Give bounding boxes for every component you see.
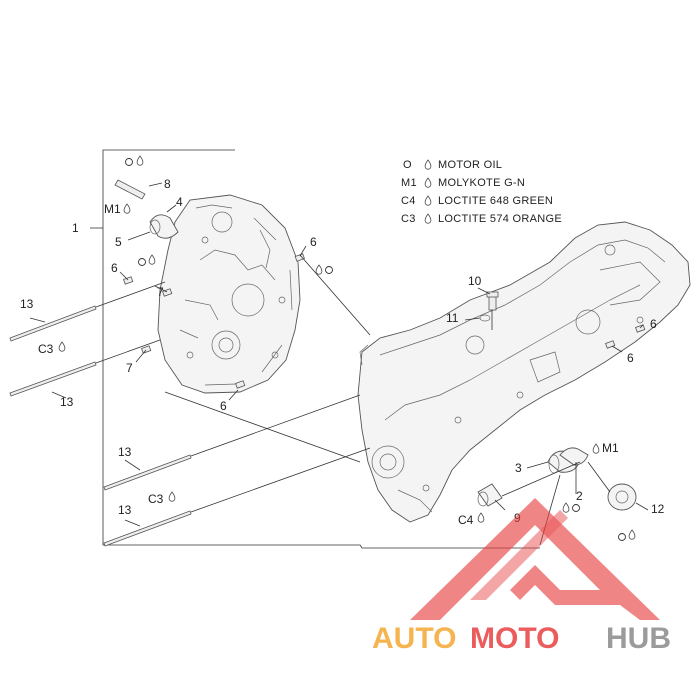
callout-5: 5 xyxy=(115,235,122,249)
droplet-icon xyxy=(424,213,432,224)
svg-text:MOLYKOTE G-N: MOLYKOTE G-N xyxy=(438,177,525,189)
svg-text:C3: C3 xyxy=(38,342,54,356)
svg-text:C4: C4 xyxy=(401,195,416,207)
callout-13a: 13 xyxy=(20,297,34,311)
callout-13d: 13 xyxy=(118,503,132,517)
dowels-right xyxy=(605,324,646,349)
legend-c4: C4 LOCTITE 648 GREEN xyxy=(401,195,553,207)
droplet-icon xyxy=(424,159,432,170)
callout-3: 3 xyxy=(515,461,522,475)
droplet-icon xyxy=(148,254,156,265)
droplet-icon xyxy=(562,502,570,513)
bush-part-9 xyxy=(477,483,503,507)
svg-text:M1: M1 xyxy=(602,441,619,455)
left-crankcase-half xyxy=(157,194,301,394)
svg-text:MOTOR OIL: MOTOR OIL xyxy=(438,159,502,171)
callout-6d: 6 xyxy=(650,317,657,331)
seal-part-12 xyxy=(607,483,637,511)
callout-7a: 7 xyxy=(157,285,164,299)
legend-oil: O MOTOR OIL xyxy=(403,159,502,171)
screw-part-10 xyxy=(486,291,499,311)
callout-4: 4 xyxy=(176,195,183,209)
droplet-icon xyxy=(123,203,131,214)
assembly-bracket xyxy=(90,149,540,549)
watermark-text-moto: MOTO xyxy=(470,622,559,655)
bearing-part-2 xyxy=(559,447,589,466)
droplet-icon xyxy=(58,341,66,352)
svg-text:M1: M1 xyxy=(104,202,121,216)
callout-6e: 6 xyxy=(627,351,634,365)
assembly-lines xyxy=(95,254,611,546)
callout-numbers: 1 2 3 4 5 6 6 6 6 6 7 7 8 9 10 11 12 13 … xyxy=(20,177,665,525)
svg-text:C3: C3 xyxy=(401,213,416,225)
callout-6c: 6 xyxy=(220,399,227,413)
droplet-icon xyxy=(136,155,144,166)
droplet-icon xyxy=(424,195,432,206)
svg-text:C3: C3 xyxy=(148,492,164,506)
callout-7b: 7 xyxy=(126,361,133,375)
droplet-icon xyxy=(424,177,432,188)
callout-8: 8 xyxy=(164,177,171,191)
watermark-text-hub: HUB xyxy=(606,622,671,655)
callout-leaders xyxy=(29,182,649,527)
callout-12: 12 xyxy=(651,502,665,516)
callout-10: 10 xyxy=(468,274,482,288)
legend: O MOTOR OIL M1 MOLYKOTE G-N C4 LOCTITE 6… xyxy=(401,159,562,225)
pin-part-8 xyxy=(114,179,146,200)
svg-text:LOCTITE 574 ORANGE: LOCTITE 574 ORANGE xyxy=(438,213,562,225)
right-crankcase-half xyxy=(357,221,691,523)
droplet-icon xyxy=(592,443,600,454)
watermark-logo: AUTO MOTO HUB xyxy=(372,498,671,655)
droplet-icon xyxy=(315,264,323,275)
callout-1: 1 xyxy=(72,221,79,235)
callout-6b: 6 xyxy=(111,261,118,275)
callout-13b: 13 xyxy=(60,395,74,409)
watermark-text-auto: AUTO xyxy=(372,622,456,655)
legend-c3: C3 LOCTITE 574 ORANGE xyxy=(401,213,562,225)
droplet-icon xyxy=(628,529,636,540)
dowels-left xyxy=(123,253,305,389)
droplet-icon xyxy=(477,512,485,523)
callout-13c: 13 xyxy=(118,445,132,459)
lube-symbols: M1 C3 C3 M1 C4 xyxy=(38,155,636,541)
callout-2: 2 xyxy=(576,489,583,503)
watermark-triangle-mark xyxy=(410,498,660,620)
svg-text:C4: C4 xyxy=(458,513,474,527)
svg-text:M1: M1 xyxy=(401,177,417,189)
studs-part-13 xyxy=(9,305,192,547)
svg-text:LOCTITE 648 GREEN: LOCTITE 648 GREEN xyxy=(438,195,553,207)
legend-m1: M1 MOLYKOTE G-N xyxy=(401,177,525,189)
droplet-icon xyxy=(168,491,176,502)
callout-11: 11 xyxy=(446,311,459,325)
bushing-part-4-5 xyxy=(149,214,179,239)
svg-text:O: O xyxy=(403,159,412,171)
callout-6a: 6 xyxy=(310,235,317,249)
